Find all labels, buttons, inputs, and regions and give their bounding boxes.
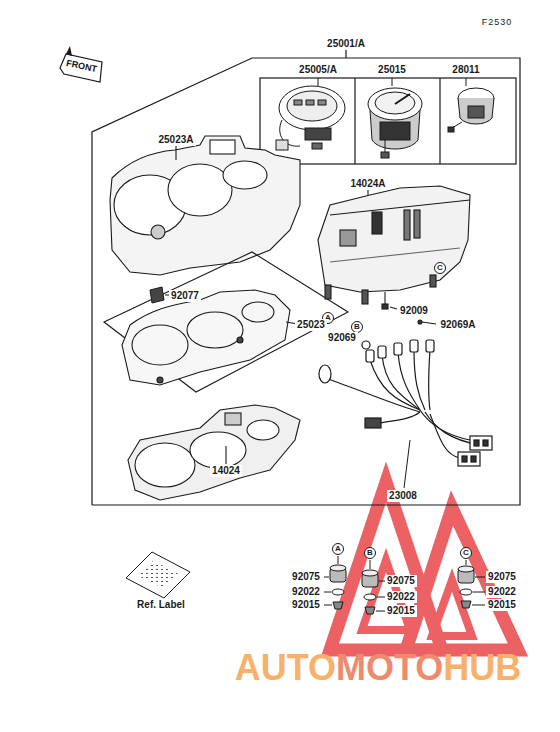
speedometer [276, 78, 345, 150]
watermark: AUTO [235, 650, 336, 686]
part-number: 14024 [210, 465, 242, 477]
gauge [448, 78, 494, 132]
part-number: 25015 [376, 64, 408, 76]
reference-label [126, 552, 190, 598]
front-arrow [60, 46, 102, 82]
circled-letter: B [364, 547, 376, 559]
part-number: 25001/A [325, 38, 367, 50]
reference-letter: B [354, 323, 360, 331]
gasket [128, 405, 300, 500]
wire-harness [319, 340, 492, 488]
circled-letter: A [332, 543, 344, 555]
grommet [150, 287, 170, 303]
part-number: 92022 [290, 586, 322, 598]
part-number: 92022 [385, 591, 417, 603]
lens [104, 252, 348, 392]
part-number: 92015 [486, 599, 518, 611]
reference-letter: C [463, 549, 469, 557]
part-number: 25005/A [297, 64, 339, 76]
part-number: 14024A [348, 178, 387, 190]
part-number: 92075 [385, 575, 417, 587]
part-number: 23008 [387, 490, 419, 502]
part-number: 92075 [290, 571, 322, 583]
part-number: 92069A [438, 319, 477, 331]
meter-cover [110, 136, 300, 275]
circled-letter: C [460, 547, 472, 559]
part-number: 28011 [450, 64, 481, 76]
part-number: 25023A [156, 134, 195, 146]
part-number: 92077 [169, 290, 201, 302]
reference-letter: A [335, 545, 341, 553]
watermark-logo [330, 482, 518, 650]
figure-number: F2530 [480, 17, 515, 28]
reference-letter: C [437, 264, 443, 272]
part-number: 92022 [486, 586, 518, 598]
watermark: HUB [443, 650, 521, 686]
part-number: 92009 [398, 305, 430, 317]
part-label: Ref. Label [135, 599, 187, 611]
part-number: 92015 [290, 599, 322, 611]
part-number: 25023 [295, 319, 327, 331]
part-number: 92075 [486, 571, 518, 583]
circled-letter: C [434, 262, 446, 274]
meter-housing [318, 186, 470, 324]
assembly-outline [92, 50, 520, 505]
part-number: 92069 [326, 332, 358, 344]
part-number: 92015 [385, 605, 417, 617]
reference-letter: B [367, 549, 373, 557]
tachometer [368, 78, 422, 158]
watermark: MOTO [336, 650, 443, 686]
